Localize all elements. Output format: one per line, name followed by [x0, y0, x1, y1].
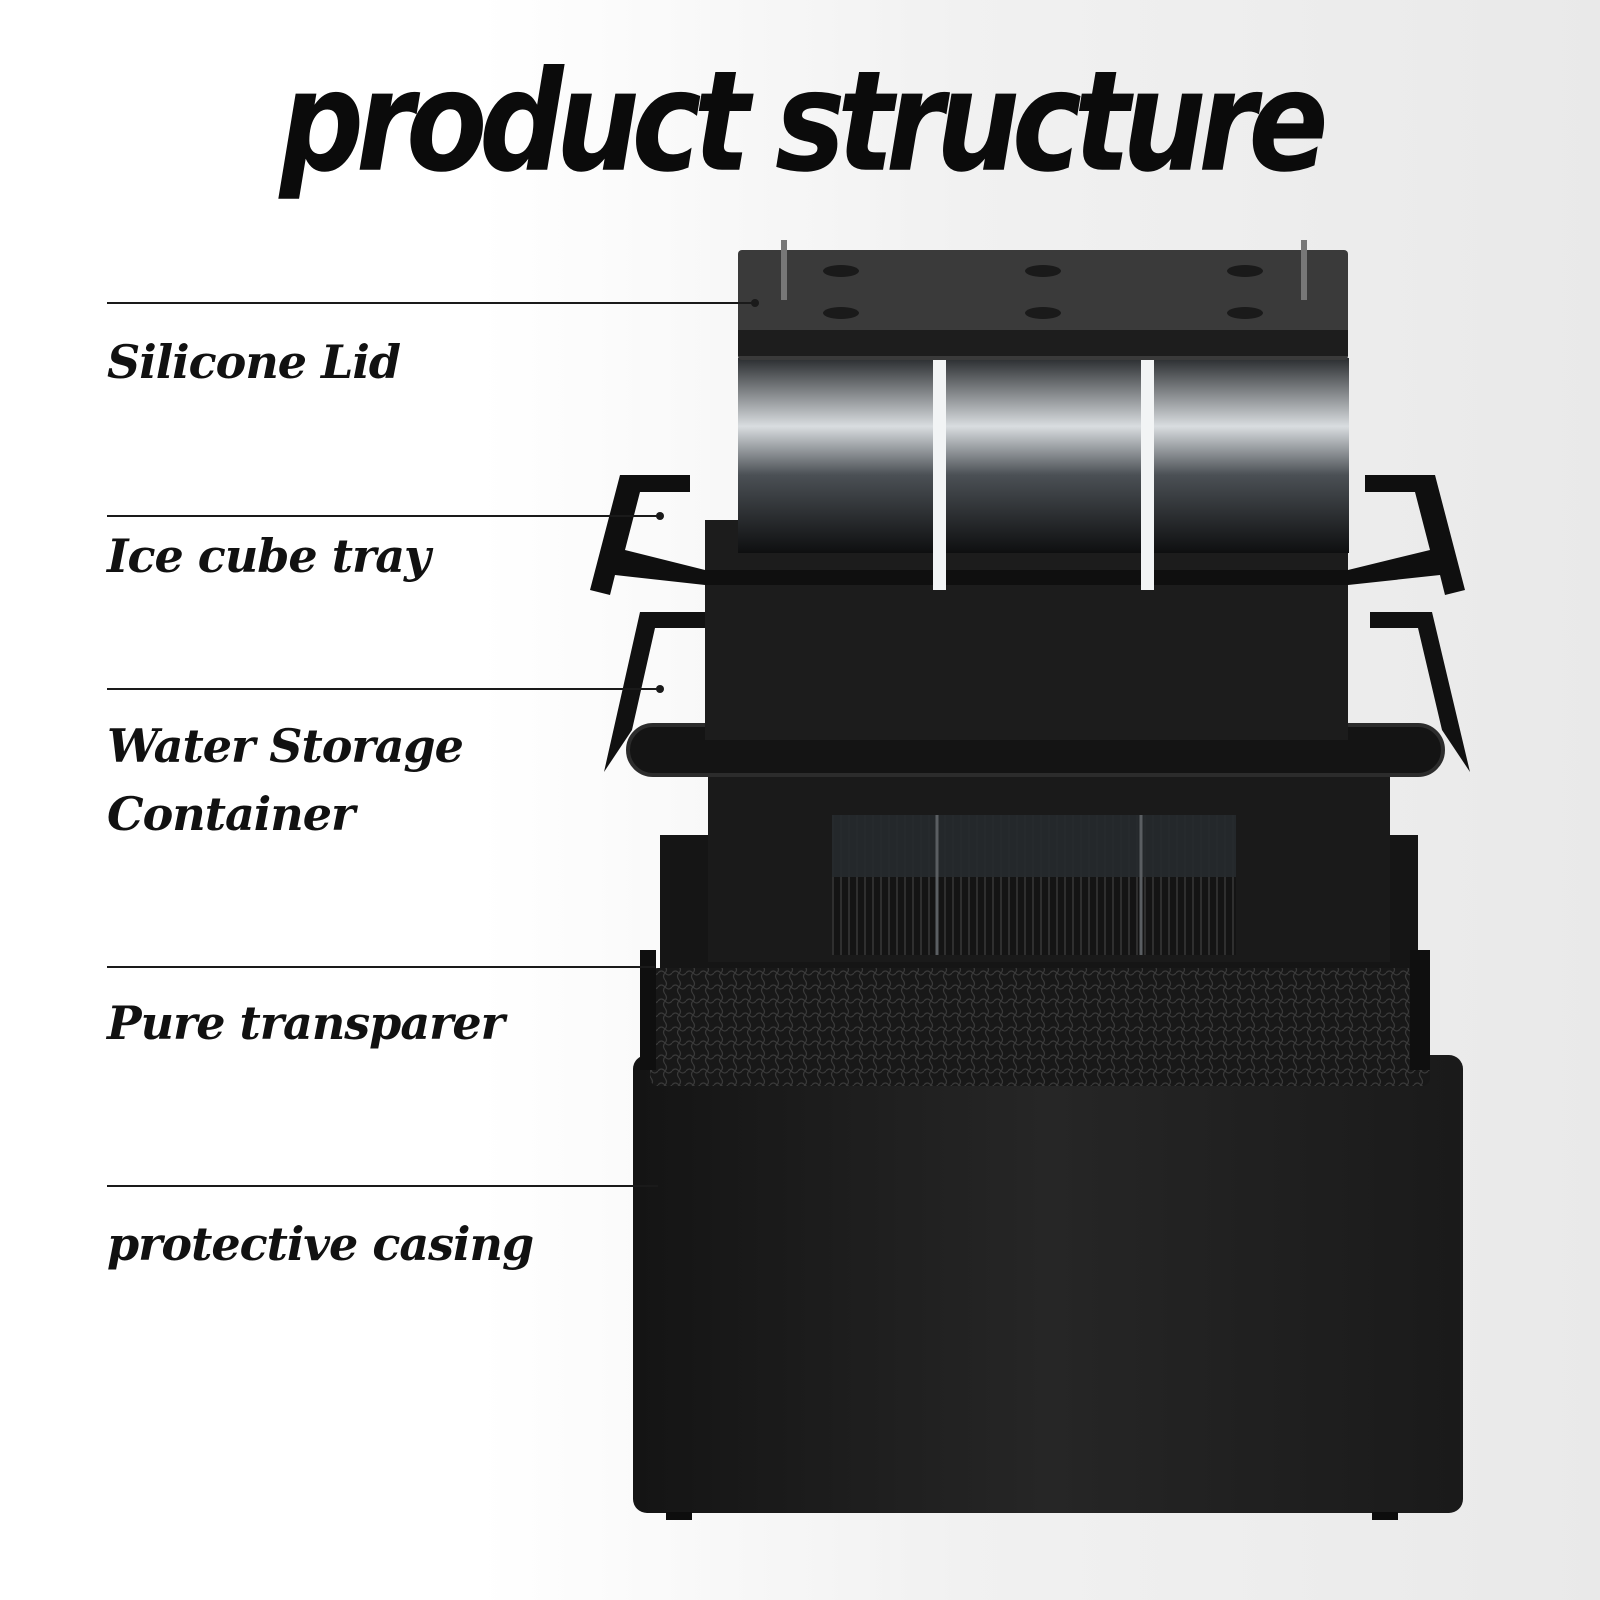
label-water-storage-line2: Container — [107, 787, 355, 841]
label-water-storage-line1: Water Storage — [107, 719, 464, 773]
label-pure-transparer: Pure transparer — [107, 996, 505, 1050]
ice-cubes — [738, 352, 1349, 590]
pure-transparer-part — [708, 772, 1390, 962]
page-title: product structure — [279, 40, 1328, 203]
silicone-lid-part — [738, 240, 1348, 360]
label-protective-casing: protective casing — [107, 1217, 534, 1271]
label-silicone-lid: Silicone Lid — [107, 335, 401, 389]
leader-lines — [107, 302, 755, 1187]
ice-cube-tray-part — [590, 475, 1465, 740]
leader-dots — [656, 299, 759, 693]
label-ice-cube-tray: Ice cube tray — [107, 529, 431, 583]
